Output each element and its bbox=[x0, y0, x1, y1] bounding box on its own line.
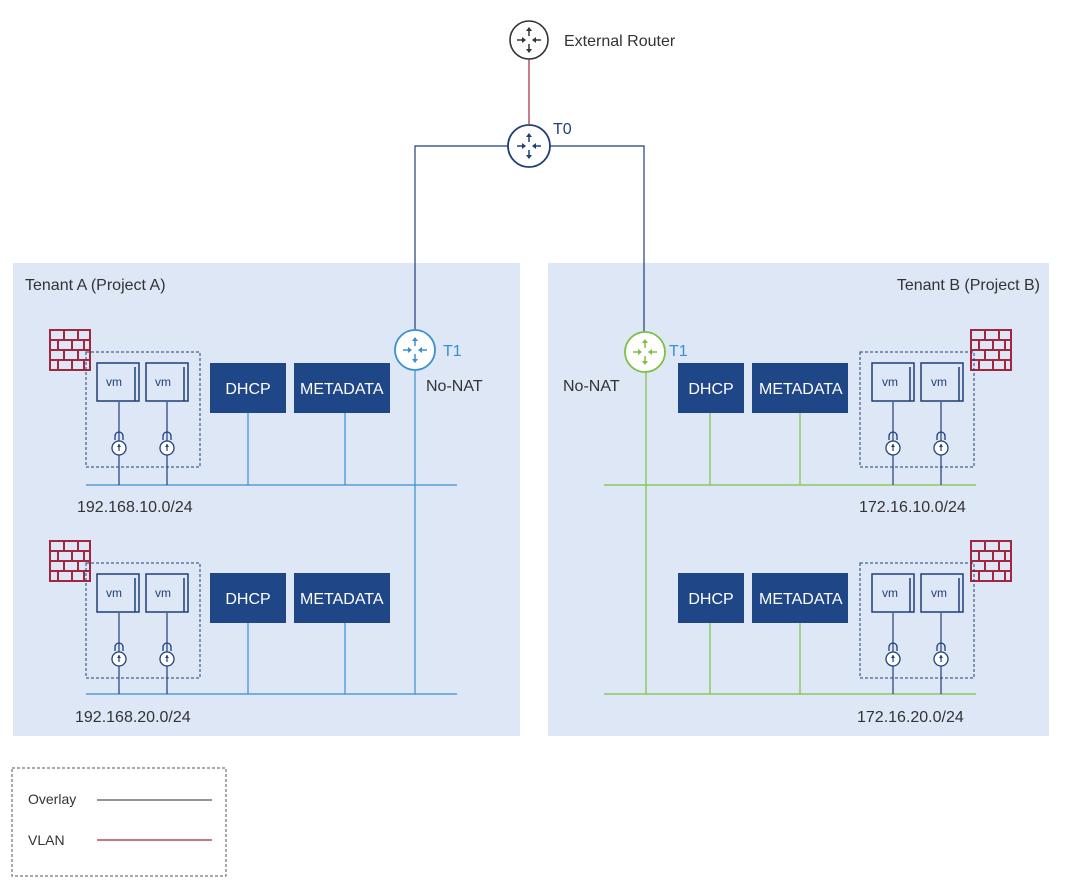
t1-a-label: T1 bbox=[443, 343, 462, 360]
segment-cidr: 172.16.20.0/24 bbox=[857, 709, 964, 726]
t1-a-router-icon bbox=[394, 329, 436, 371]
segment-cidr: 192.168.20.0/24 bbox=[75, 709, 191, 726]
vm-label: vm bbox=[106, 375, 122, 389]
vm-group-frame bbox=[859, 562, 975, 679]
tenant-b-nat-label: No-NAT bbox=[563, 378, 620, 395]
tenant-a-title: Tenant A (Project A) bbox=[25, 277, 166, 294]
dhcp-label: DHCP bbox=[225, 591, 270, 608]
dhcp-box[interactable] bbox=[678, 573, 744, 623]
vm-group-frame bbox=[859, 351, 975, 468]
vm-label: vm bbox=[106, 586, 122, 600]
t1-b-router-icon bbox=[624, 331, 666, 373]
legend-frame bbox=[11, 767, 227, 877]
external-router-icon bbox=[509, 20, 549, 60]
tenant-a-panel bbox=[13, 263, 520, 736]
metadata-label: METADATA bbox=[759, 591, 843, 608]
metadata-label: METADATA bbox=[300, 591, 384, 608]
legend-vlan-label: VLAN bbox=[28, 832, 65, 848]
vm-label: vm bbox=[931, 586, 947, 600]
metadata-box[interactable] bbox=[752, 573, 848, 623]
metadata-label: METADATA bbox=[300, 381, 384, 398]
vm-label: vm bbox=[155, 375, 171, 389]
metadata-box[interactable] bbox=[294, 363, 390, 413]
dhcp-label: DHCP bbox=[688, 591, 733, 608]
dhcp-box[interactable] bbox=[210, 363, 286, 413]
dhcp-label: DHCP bbox=[225, 381, 270, 398]
tenant-b-title: Tenant B (Project B) bbox=[897, 277, 1040, 294]
vm-group-frame bbox=[85, 351, 201, 468]
vm-label: vm bbox=[882, 586, 898, 600]
t0-to-t1-a-link bbox=[414, 145, 508, 330]
metadata-box[interactable] bbox=[752, 363, 848, 413]
vm-group-frame bbox=[85, 562, 201, 679]
dhcp-label: DHCP bbox=[688, 381, 733, 398]
t0-router-icon bbox=[507, 124, 551, 168]
t1-b-label: T1 bbox=[669, 343, 688, 360]
legend-overlay-label: Overlay bbox=[28, 791, 76, 807]
segment-cidr: 192.168.10.0/24 bbox=[77, 499, 193, 516]
tenant-a-nat-label: No-NAT bbox=[426, 378, 483, 395]
vm-label: vm bbox=[931, 375, 947, 389]
dhcp-box[interactable] bbox=[678, 363, 744, 413]
segment-cidr: 172.16.10.0/24 bbox=[859, 499, 966, 516]
t0-label: T0 bbox=[553, 121, 572, 138]
vm-label: vm bbox=[155, 586, 171, 600]
vm-label: vm bbox=[882, 375, 898, 389]
external-router-label: External Router bbox=[564, 33, 676, 50]
dhcp-box[interactable] bbox=[210, 573, 286, 623]
t0-to-t1-b-link bbox=[550, 145, 645, 334]
metadata-label: METADATA bbox=[759, 381, 843, 398]
metadata-box[interactable] bbox=[294, 573, 390, 623]
